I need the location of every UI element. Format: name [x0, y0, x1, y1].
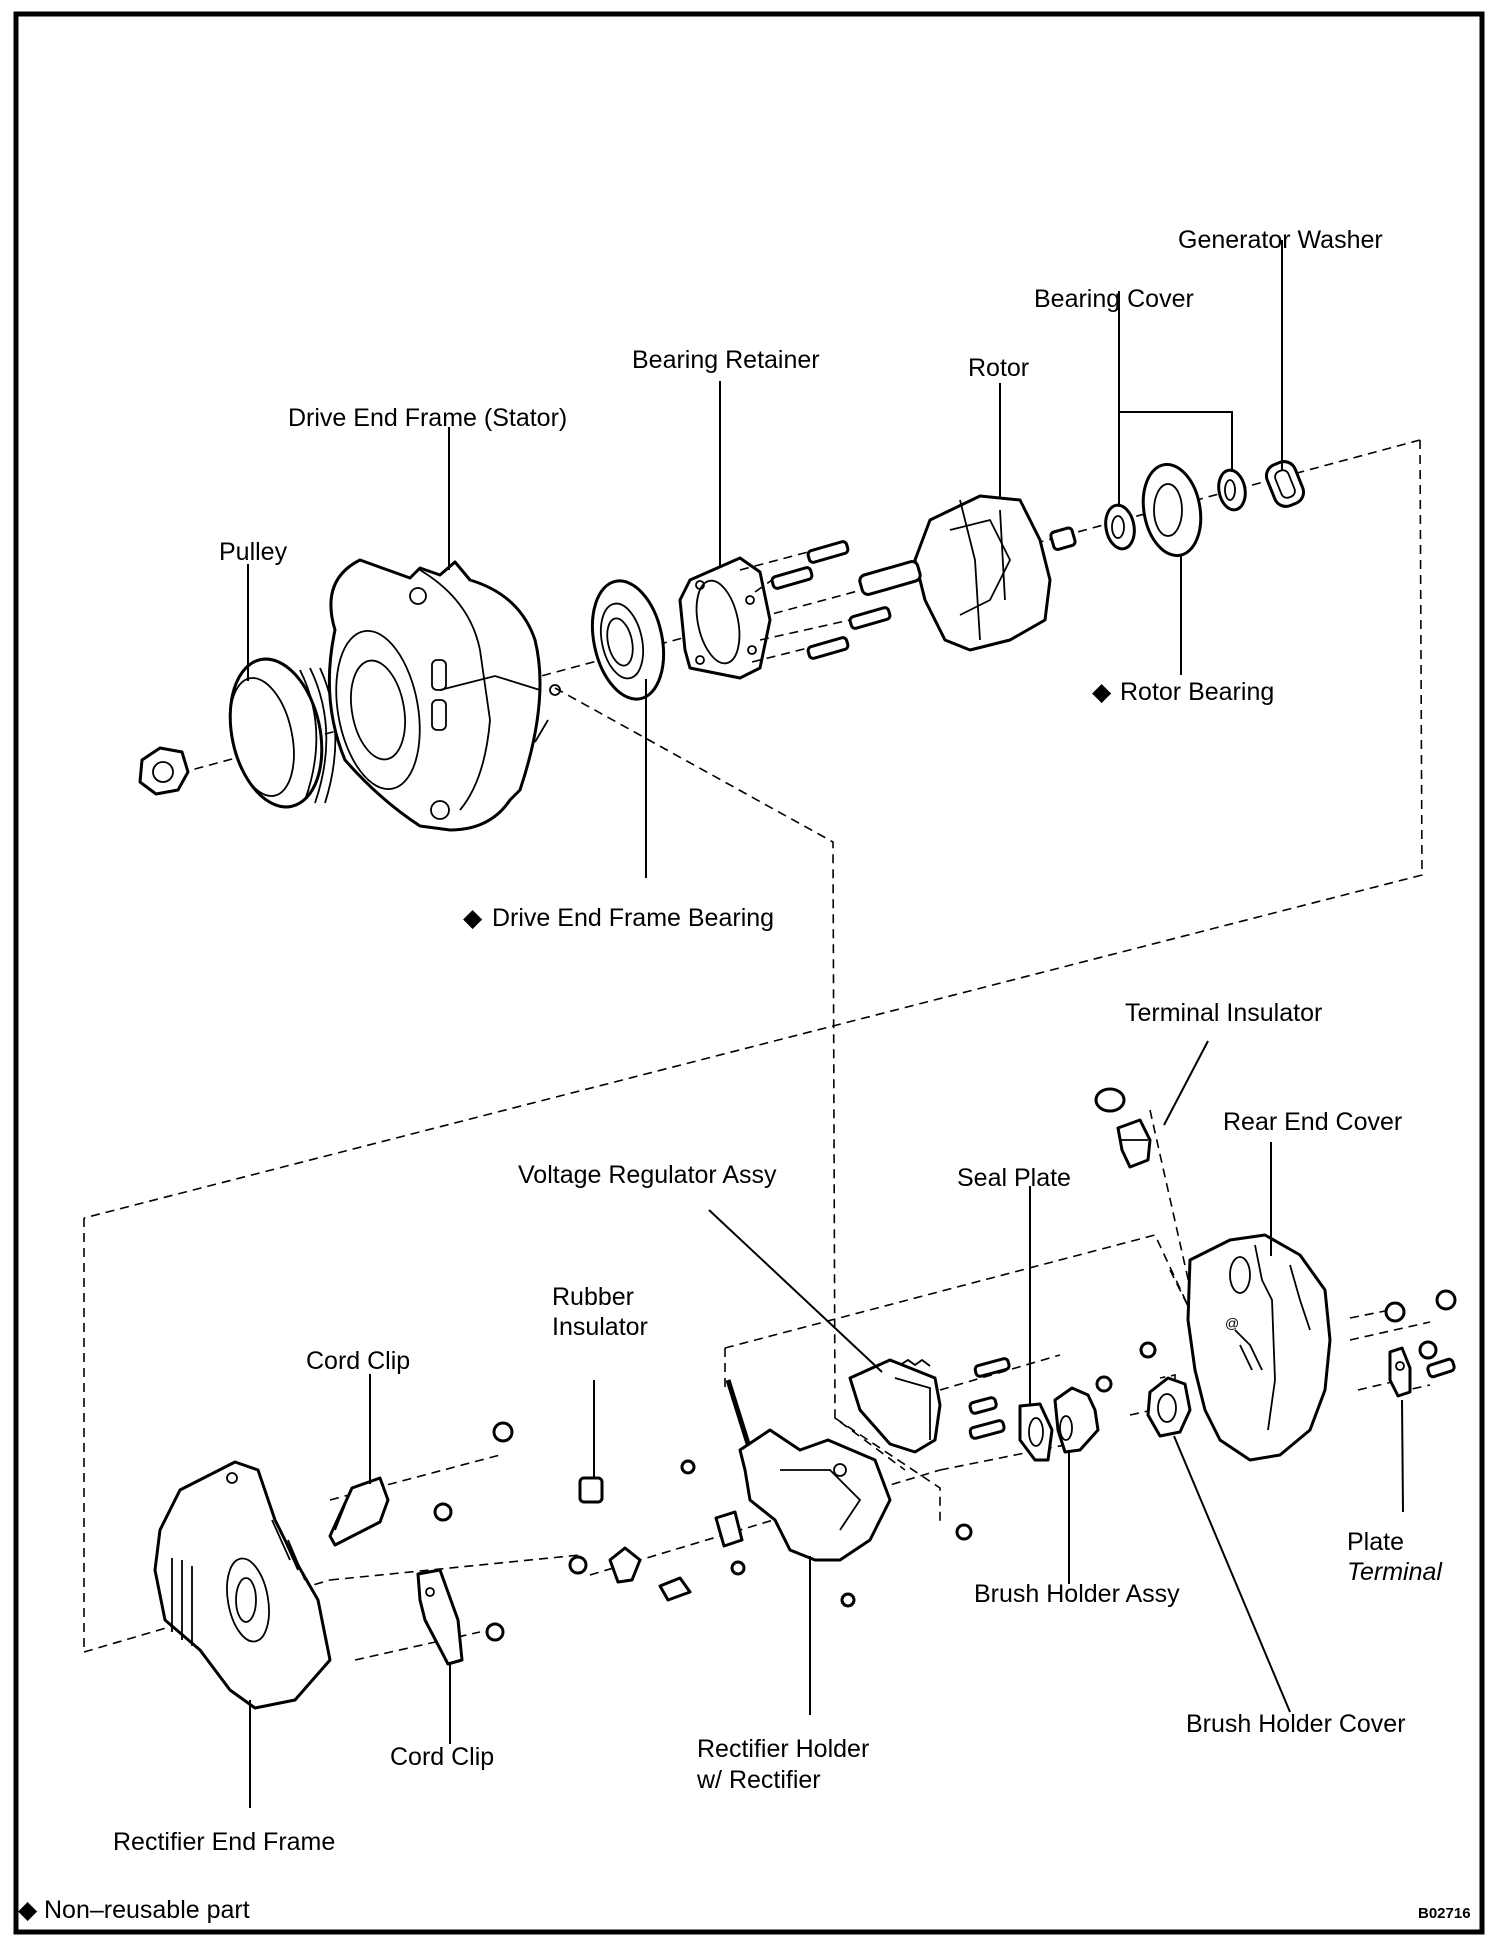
label-plate-terminal-line2: Terminal	[1347, 1558, 1443, 1586]
pulley-nut-part	[138, 746, 190, 796]
small-nuts	[433, 1421, 588, 1642]
retainer-screws	[739, 540, 892, 663]
label-rubber-insulator-line1: Rubber	[552, 1283, 634, 1311]
rotor-part	[858, 494, 1077, 652]
pulley-part	[228, 657, 337, 809]
label-rotor: Rotor	[968, 354, 1029, 382]
terminal-insulator-part	[1094, 1087, 1152, 1169]
rear-cover-nuts	[1384, 1289, 1457, 1379]
rotor-bearing-part	[1141, 462, 1203, 558]
label-rectifier-holder-line2: w/ Rectifier	[696, 1766, 821, 1794]
label-brush-holder-assy: Brush Holder Assy	[974, 1580, 1180, 1608]
bearing-cover-ring-1-part	[1104, 503, 1136, 551]
label-bearing-cover: Bearing Cover	[1034, 285, 1194, 313]
rear-end-cover-part: @	[1186, 1233, 1332, 1462]
voltage-regulator-part	[848, 1357, 1011, 1454]
label-bearing-retainer: Bearing Retainer	[632, 346, 820, 374]
brush-holder-cover-part	[1146, 1376, 1192, 1438]
label-rotor-bearing: Rotor Bearing	[1120, 678, 1274, 706]
cord-clip-lower-part	[416, 1568, 464, 1666]
non-reusable-diamond-icon: ◆	[1092, 678, 1112, 706]
non-reusable-diamond-icon: ◆	[463, 904, 483, 932]
label-brush-holder-cover: Brush Holder Cover	[1186, 1710, 1406, 1738]
non-reusable-diamond-icon: ◆	[18, 1896, 38, 1924]
legend-text: Non–reusable part	[44, 1896, 250, 1924]
cord-clip-upper-part	[328, 1476, 390, 1547]
label-seal-plate: Seal Plate	[957, 1164, 1071, 1192]
label-rubber-insulator-line2: Insulator	[552, 1313, 648, 1341]
rectifier-end-frame-part	[153, 1460, 332, 1710]
figure-frame	[13, 11, 1485, 1935]
rectifier-insulators	[608, 1510, 744, 1602]
bearing-cover-ring-2-part	[1217, 468, 1247, 512]
label-rotor-bearing-group: ◆ Rotor Bearing	[1092, 678, 1274, 706]
seal-plate-part	[1018, 1402, 1054, 1462]
generator-washer-part	[1264, 460, 1306, 508]
label-pulley: Pulley	[219, 538, 288, 566]
label-drive-end-frame-bearing-group: ◆ Drive End Frame Bearing	[463, 904, 774, 932]
plate-terminal-part	[1388, 1346, 1412, 1398]
drive-end-frame-part	[327, 558, 561, 832]
label-rectifier-end-frame: Rectifier End Frame	[113, 1828, 335, 1856]
label-rear-end-cover: Rear End Cover	[1223, 1108, 1402, 1136]
label-terminal-insulator: Terminal Insulator	[1125, 999, 1322, 1027]
rectifier-holder-part	[680, 1379, 973, 1608]
legend-non-reusable: ◆ Non–reusable part	[18, 1896, 250, 1924]
svg-text:@: @	[1225, 1315, 1239, 1331]
label-plate-terminal-line1: Plate	[1347, 1528, 1404, 1556]
label-generator-washer: Generator Washer	[1178, 226, 1383, 254]
label-voltage-regulator-assy: Voltage Regulator Assy	[518, 1161, 777, 1189]
label-cord-clip-upper: Cord Clip	[306, 1347, 410, 1375]
drive-end-frame-bearing-part	[590, 579, 666, 701]
brush-holder-assy-part	[1053, 1341, 1157, 1454]
label-drive-end-frame-bearing: Drive End Frame Bearing	[492, 904, 774, 932]
rubber-insulator-part	[578, 1476, 604, 1504]
label-rectifier-holder-line1: Rectifier Holder	[697, 1735, 869, 1763]
label-drive-end-frame: Drive End Frame (Stator)	[288, 404, 567, 432]
figure-code: B02716	[1418, 1905, 1471, 1922]
bearing-retainer-part	[678, 556, 772, 680]
leader-lines	[247, 240, 1404, 1808]
label-cord-clip-lower: Cord Clip	[390, 1743, 494, 1771]
